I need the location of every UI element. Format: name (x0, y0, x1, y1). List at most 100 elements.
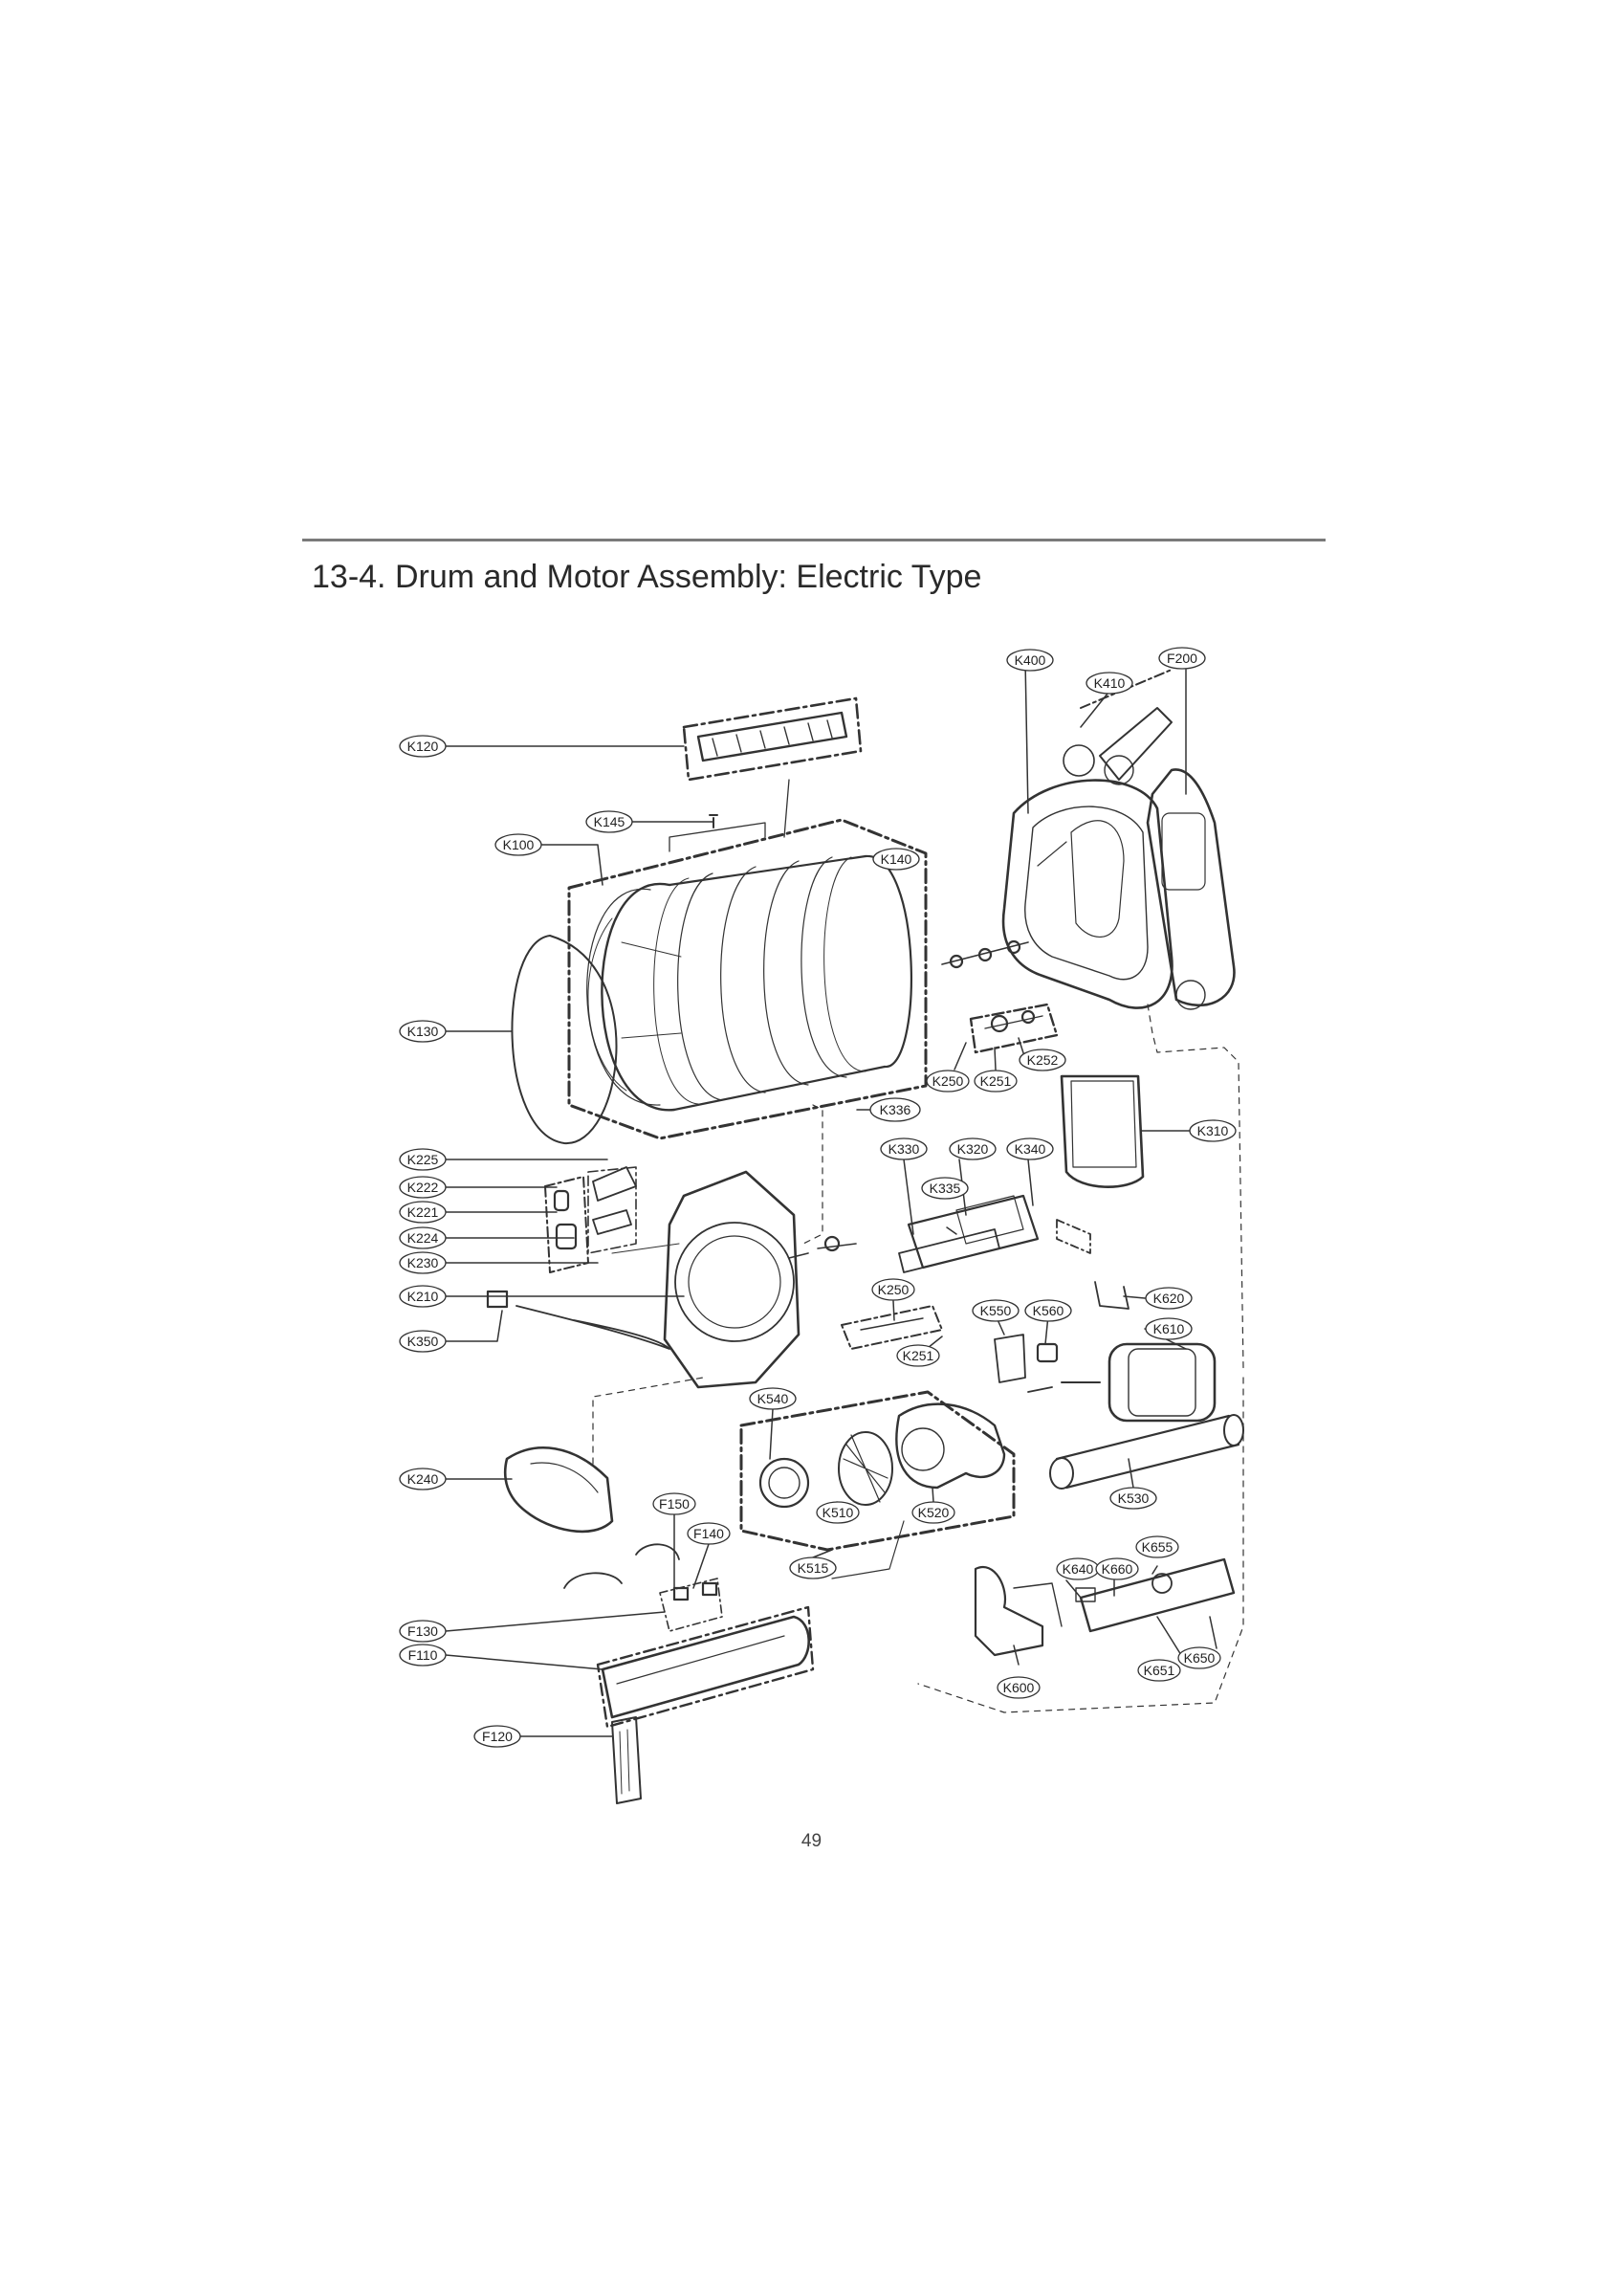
svg-text:K400: K400 (1015, 652, 1046, 668)
svg-text:K620: K620 (1153, 1291, 1185, 1306)
svg-text:K640: K640 (1063, 1561, 1094, 1577)
svg-text:F120: F120 (482, 1729, 513, 1744)
heater-housing-part (601, 1615, 810, 1719)
svg-text:K340: K340 (1015, 1141, 1046, 1157)
front-felt-part (1146, 768, 1236, 1010)
callout-k120: K120 (399, 735, 447, 758)
callout-k310: K310 (1189, 1119, 1237, 1142)
svg-text:K515: K515 (798, 1560, 829, 1576)
svg-text:K510: K510 (822, 1505, 854, 1520)
svg-text:K225: K225 (407, 1152, 439, 1167)
drum-part (586, 854, 912, 1112)
svg-text:K651: K651 (1144, 1663, 1175, 1678)
svg-text:K410: K410 (1094, 675, 1126, 691)
callout-f120: F120 (473, 1725, 521, 1748)
callout-k610: K610 (1145, 1317, 1193, 1340)
svg-text:K130: K130 (407, 1024, 439, 1039)
harness-part (515, 1305, 670, 1350)
svg-text:K240: K240 (407, 1471, 439, 1487)
callout-k520: K520 (911, 1501, 955, 1524)
callout-k655: K655 (1135, 1535, 1179, 1558)
callout-k515: K515 (789, 1556, 837, 1579)
title-rule (302, 539, 1326, 541)
callout-k130: K130 (399, 1020, 447, 1043)
page-number: 49 (801, 1831, 822, 1851)
front-bulkhead-part (663, 1170, 801, 1389)
svg-text:F110: F110 (408, 1647, 438, 1663)
callout-k540: K540 (749, 1387, 797, 1410)
svg-text:K252: K252 (1027, 1052, 1059, 1068)
motor-part (1061, 1342, 1217, 1423)
callout-k251-lower: K251 (896, 1344, 940, 1367)
svg-text:K655: K655 (1142, 1539, 1173, 1555)
callout-k660: K660 (1095, 1557, 1139, 1580)
callout-k350: K350 (399, 1330, 447, 1353)
callout-k251-upper: K251 (974, 1070, 1018, 1093)
svg-text:K120: K120 (407, 739, 439, 754)
svg-text:K310: K310 (1197, 1123, 1229, 1138)
svg-text:K660: K660 (1102, 1561, 1133, 1577)
callout-k550: K550 (972, 1299, 1020, 1322)
callout-f110: F110 (399, 1644, 447, 1667)
svg-text:F130: F130 (407, 1623, 438, 1639)
svg-text:K550: K550 (980, 1303, 1012, 1318)
lint-filter-part (1060, 1074, 1145, 1188)
svg-text:K145: K145 (594, 814, 625, 829)
svg-text:K610: K610 (1153, 1321, 1185, 1336)
blower-housing-part (895, 1402, 1006, 1490)
heater-bracket-part (611, 1716, 642, 1804)
callout-k600: K600 (997, 1676, 1041, 1699)
svg-text:K251: K251 (903, 1348, 934, 1363)
svg-text:K250: K250 (932, 1073, 964, 1089)
roller-bracket-part (1099, 707, 1173, 781)
svg-text:K560: K560 (1033, 1303, 1064, 1318)
motor-mount-part (974, 1565, 1044, 1657)
svg-text:K320: K320 (957, 1141, 989, 1157)
svg-text:F200: F200 (1167, 651, 1197, 666)
svg-text:K210: K210 (407, 1289, 439, 1304)
rear-bulkhead-part (1001, 779, 1173, 1009)
callout-k335: K335 (921, 1177, 969, 1200)
svg-text:K222: K222 (407, 1180, 439, 1195)
svg-text:F150: F150 (659, 1496, 690, 1512)
callout-f150: F150 (652, 1492, 696, 1515)
callout-f200: F200 (1158, 647, 1206, 670)
callout-f140: F140 (687, 1522, 731, 1545)
svg-text:K530: K530 (1118, 1490, 1150, 1506)
front-duct-part (503, 1446, 614, 1534)
svg-text:K140: K140 (881, 851, 912, 867)
callout-k510: K510 (816, 1501, 860, 1524)
callout-k225: K225 (399, 1148, 447, 1171)
callout-k340: K340 (1006, 1137, 1054, 1160)
callout-k640: K640 (1056, 1557, 1100, 1580)
svg-text:K600: K600 (1003, 1680, 1035, 1695)
svg-text:K540: K540 (757, 1391, 789, 1406)
svg-text:K650: K650 (1184, 1650, 1216, 1666)
callout-k100: K100 (494, 833, 542, 856)
lifter-part (696, 711, 848, 762)
svg-text:K100: K100 (503, 837, 535, 852)
callout-k240: K240 (399, 1468, 447, 1490)
callout-k620: K620 (1145, 1287, 1193, 1310)
callout-k230: K230 (399, 1251, 447, 1274)
drum-seal-part (511, 935, 618, 1145)
callout-k320: K320 (949, 1137, 997, 1160)
svg-text:K336: K336 (880, 1102, 911, 1117)
callout-k210: K210 (399, 1285, 447, 1308)
callout-k400: K400 (1006, 649, 1054, 672)
svg-text:K330: K330 (888, 1141, 920, 1157)
callout-k221: K221 (399, 1201, 447, 1224)
callout-k145: K145 (585, 810, 633, 833)
callout-k530: K530 (1109, 1487, 1157, 1510)
callout-k224: K224 (399, 1226, 447, 1249)
callout-k330: K330 (880, 1137, 928, 1160)
exhaust-duct-part (1055, 1414, 1231, 1461)
svg-text:K251: K251 (980, 1073, 1012, 1089)
callout-k250-lower: K250 (871, 1278, 915, 1301)
svg-text:K350: K350 (407, 1334, 439, 1349)
callout-k650: K650 (1177, 1646, 1221, 1669)
callout-k410: K410 (1086, 672, 1133, 695)
callout-k140: K140 (872, 848, 920, 871)
callout-k336: K336 (869, 1097, 921, 1122)
callout-k651: K651 (1137, 1659, 1181, 1682)
